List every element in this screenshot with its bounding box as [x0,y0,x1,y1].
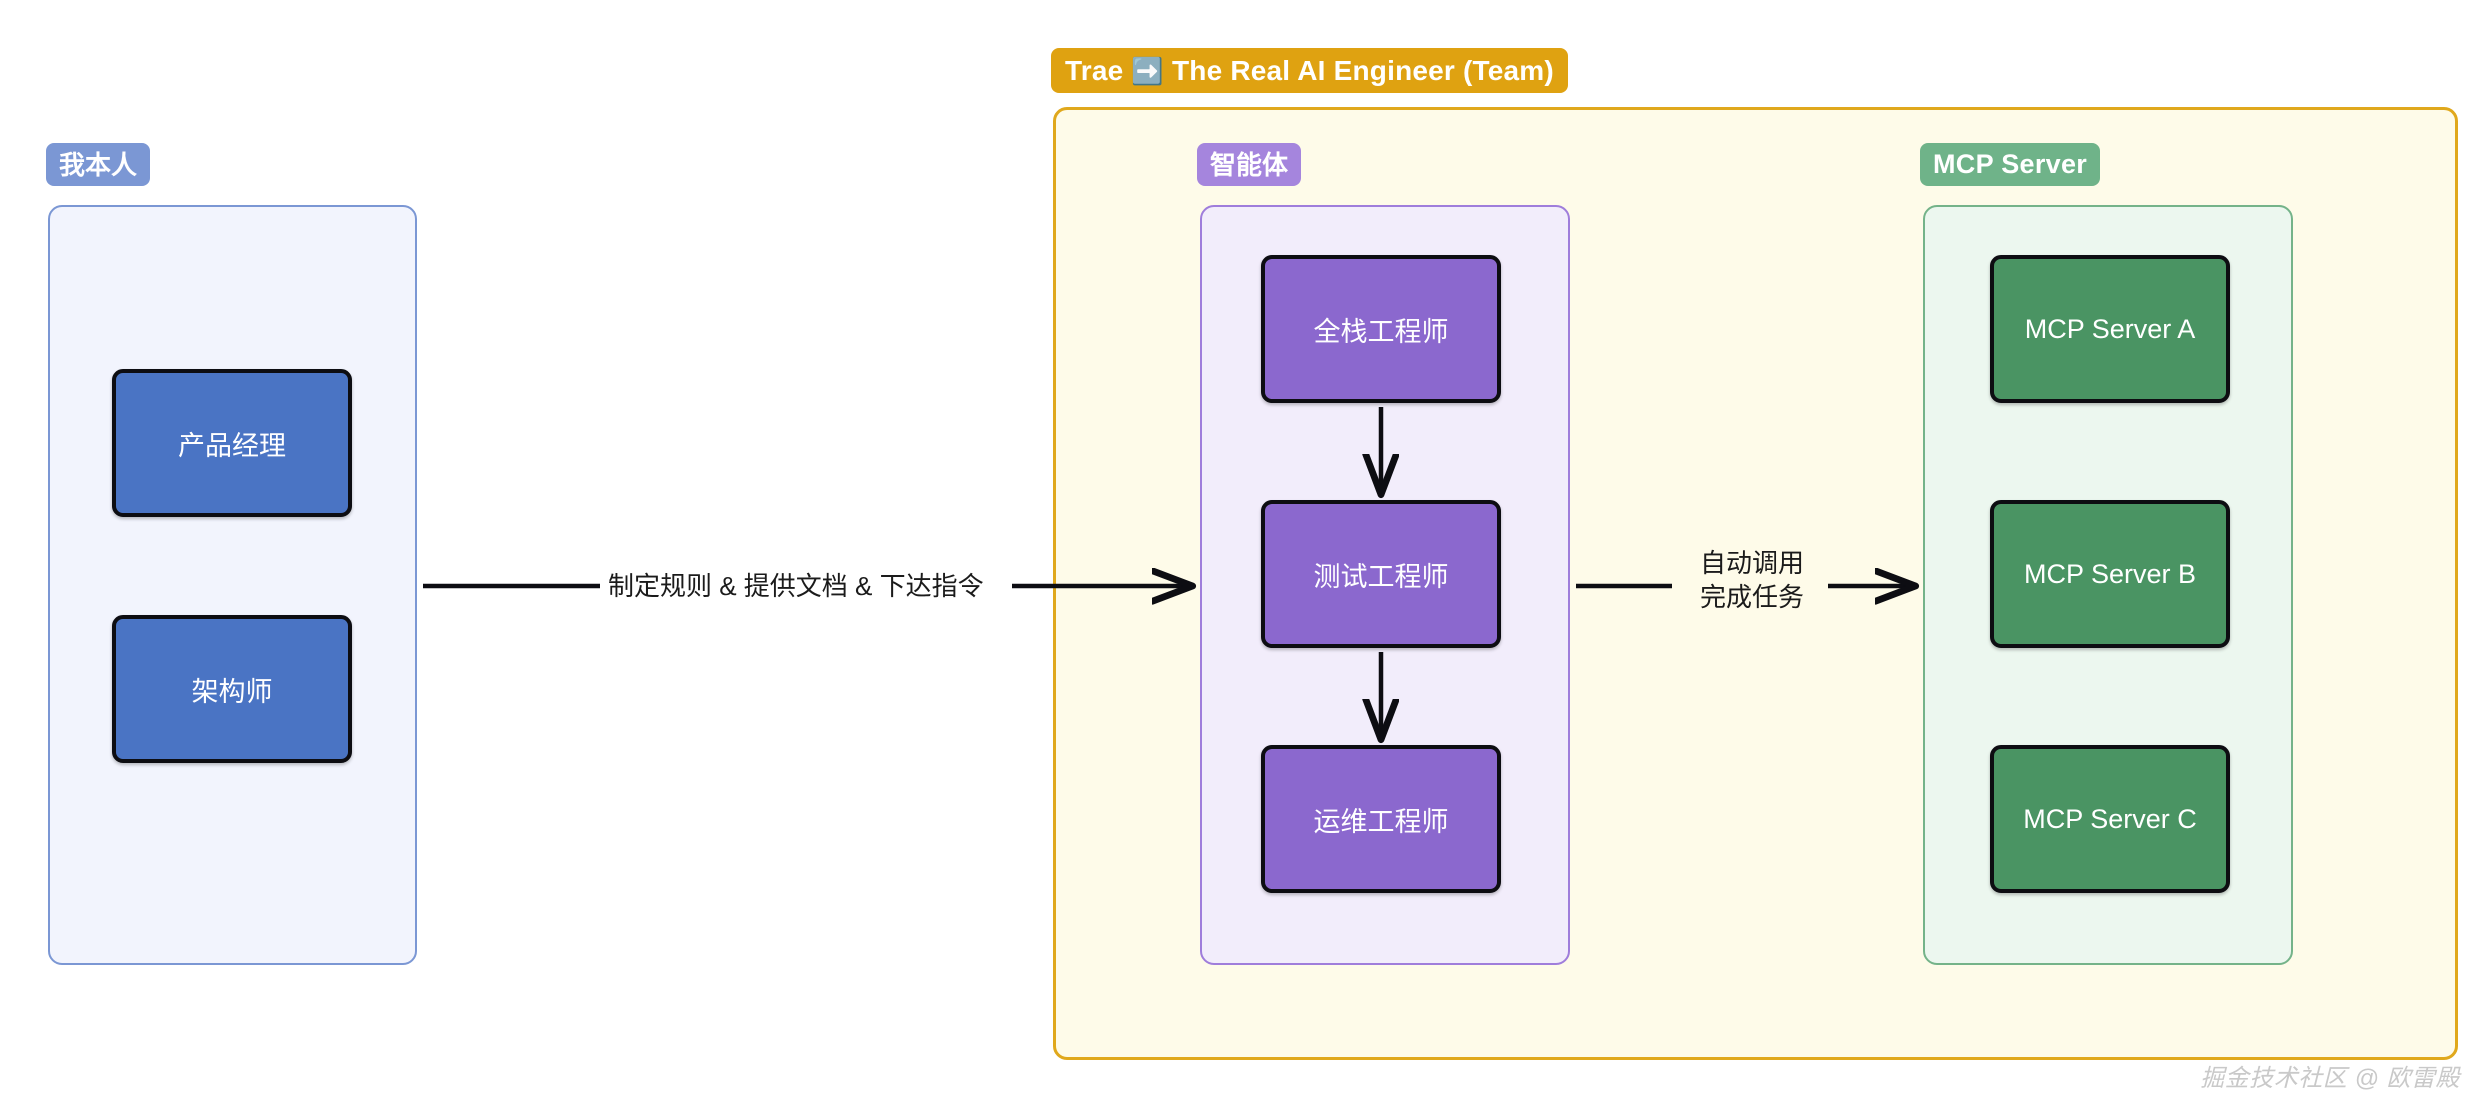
node-ops-engineer[interactable]: 运维工程师 [1261,745,1501,893]
node-product-manager-label: 产品经理 [178,430,286,461]
node-mcp-server-a-label: MCP Server A [2024,313,2196,344]
node-mcp-server-b-label: MCP Server B [2023,558,2197,589]
node-architect-label: 架构师 [191,676,273,707]
node-test-engineer[interactable]: 测试工程师 [1261,500,1501,648]
group-label-mcp-server-text: MCP Server [1933,149,2088,179]
edge-label-agent-to-mcp-line1: 自动调用 [1699,548,1804,578]
edge-label-self-to-agent-text: 制定规则 & 提供文档 & 下达指令 [608,571,984,601]
node-fullstack-engineer-label: 全栈工程师 [1313,316,1449,347]
watermark: 掘金技术社区 @ 欧雷殿 [2200,1065,2460,1092]
node-mcp-server-c[interactable]: MCP Server C [1990,745,2230,893]
node-ops-engineer-label: 运维工程师 [1313,806,1449,837]
group-label-mcp-server: MCP Server [1920,143,2101,186]
edge-label-agent-to-mcp: 自动调用 完成任务 [1688,546,1816,615]
group-label-agent: 智能体 [1197,143,1302,186]
node-fullstack-engineer[interactable]: 全栈工程师 [1261,255,1501,403]
node-mcp-server-b[interactable]: MCP Server B [1990,500,2230,648]
edge-label-self-to-agent: 制定规则 & 提供文档 & 下达指令 [608,569,984,603]
right-arrow-icon: ➡️ [1131,55,1164,86]
node-test-engineer-label: 测试工程师 [1313,561,1449,592]
title-prefix: Trae [1065,54,1124,86]
node-architect[interactable]: 架构师 [112,615,352,763]
node-product-manager[interactable]: 产品经理 [112,369,352,517]
title-suffix: The Real AI Engineer (Team) [1171,54,1554,86]
group-self [48,205,417,965]
group-label-agent-text: 智能体 [1210,149,1289,180]
diagram-title-badge: Trae ➡️ The Real AI Engineer (Team) [1051,48,1568,93]
edge-label-agent-to-mcp-line2: 完成任务 [1699,582,1804,613]
group-label-self: 我本人 [46,143,151,186]
node-mcp-server-a[interactable]: MCP Server A [1990,255,2230,403]
node-mcp-server-c-label: MCP Server C [2023,803,2197,834]
group-label-self-text: 我本人 [59,149,138,180]
